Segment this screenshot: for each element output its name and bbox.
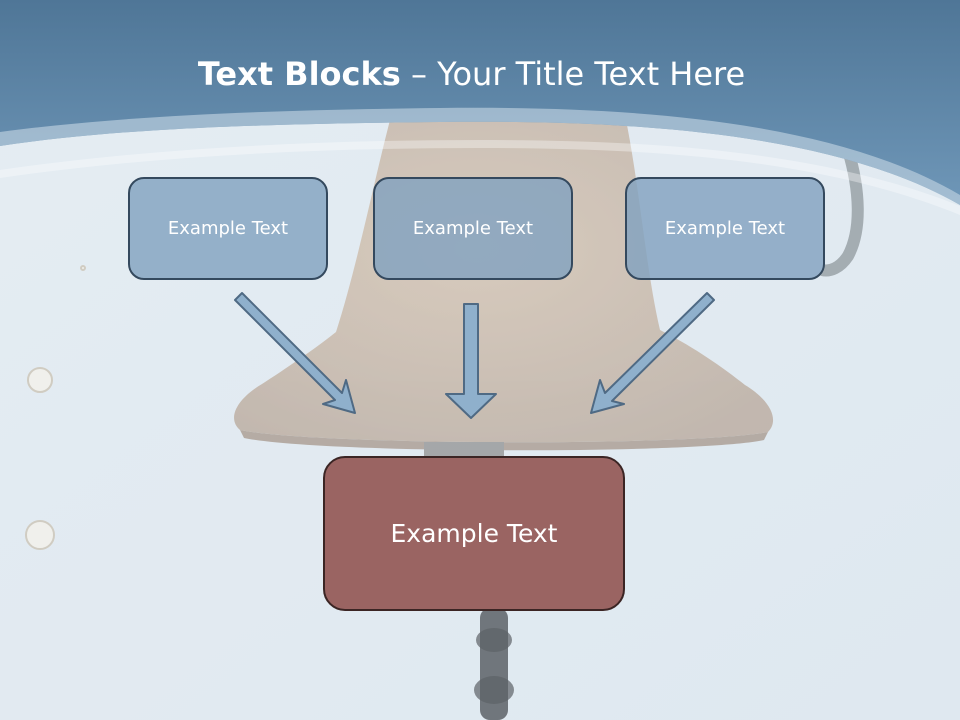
target-text-block[interactable]: Example Text [323,456,625,611]
arrow-right-diagonal [590,292,715,414]
text-block-center[interactable]: Example Text [373,177,573,280]
text-block-left[interactable]: Example Text [128,177,328,280]
arrow-left-diagonal [234,292,356,414]
text-block-label: Example Text [167,218,289,239]
header-swoosh-highlight [0,140,960,215]
header-swoosh [0,107,960,205]
target-text-block-label: Example Text [390,519,558,548]
bell-rope [474,608,514,720]
text-block-right[interactable]: Example Text [625,177,825,280]
wall-bolts [25,265,86,550]
text-block-label: Example Text [664,218,786,239]
connector-arrows [234,292,715,419]
bell-bracket-cable [820,148,864,277]
text-block-label: Example Text [412,218,534,239]
slide-title-rest: – Your Title Text Here [400,55,746,93]
arrow-down-center [445,303,497,419]
slide-title: Text Blocks – Your Title Text Here [0,52,943,96]
slide-title-bold: Text Blocks [197,55,401,93]
header-band [0,0,960,205]
